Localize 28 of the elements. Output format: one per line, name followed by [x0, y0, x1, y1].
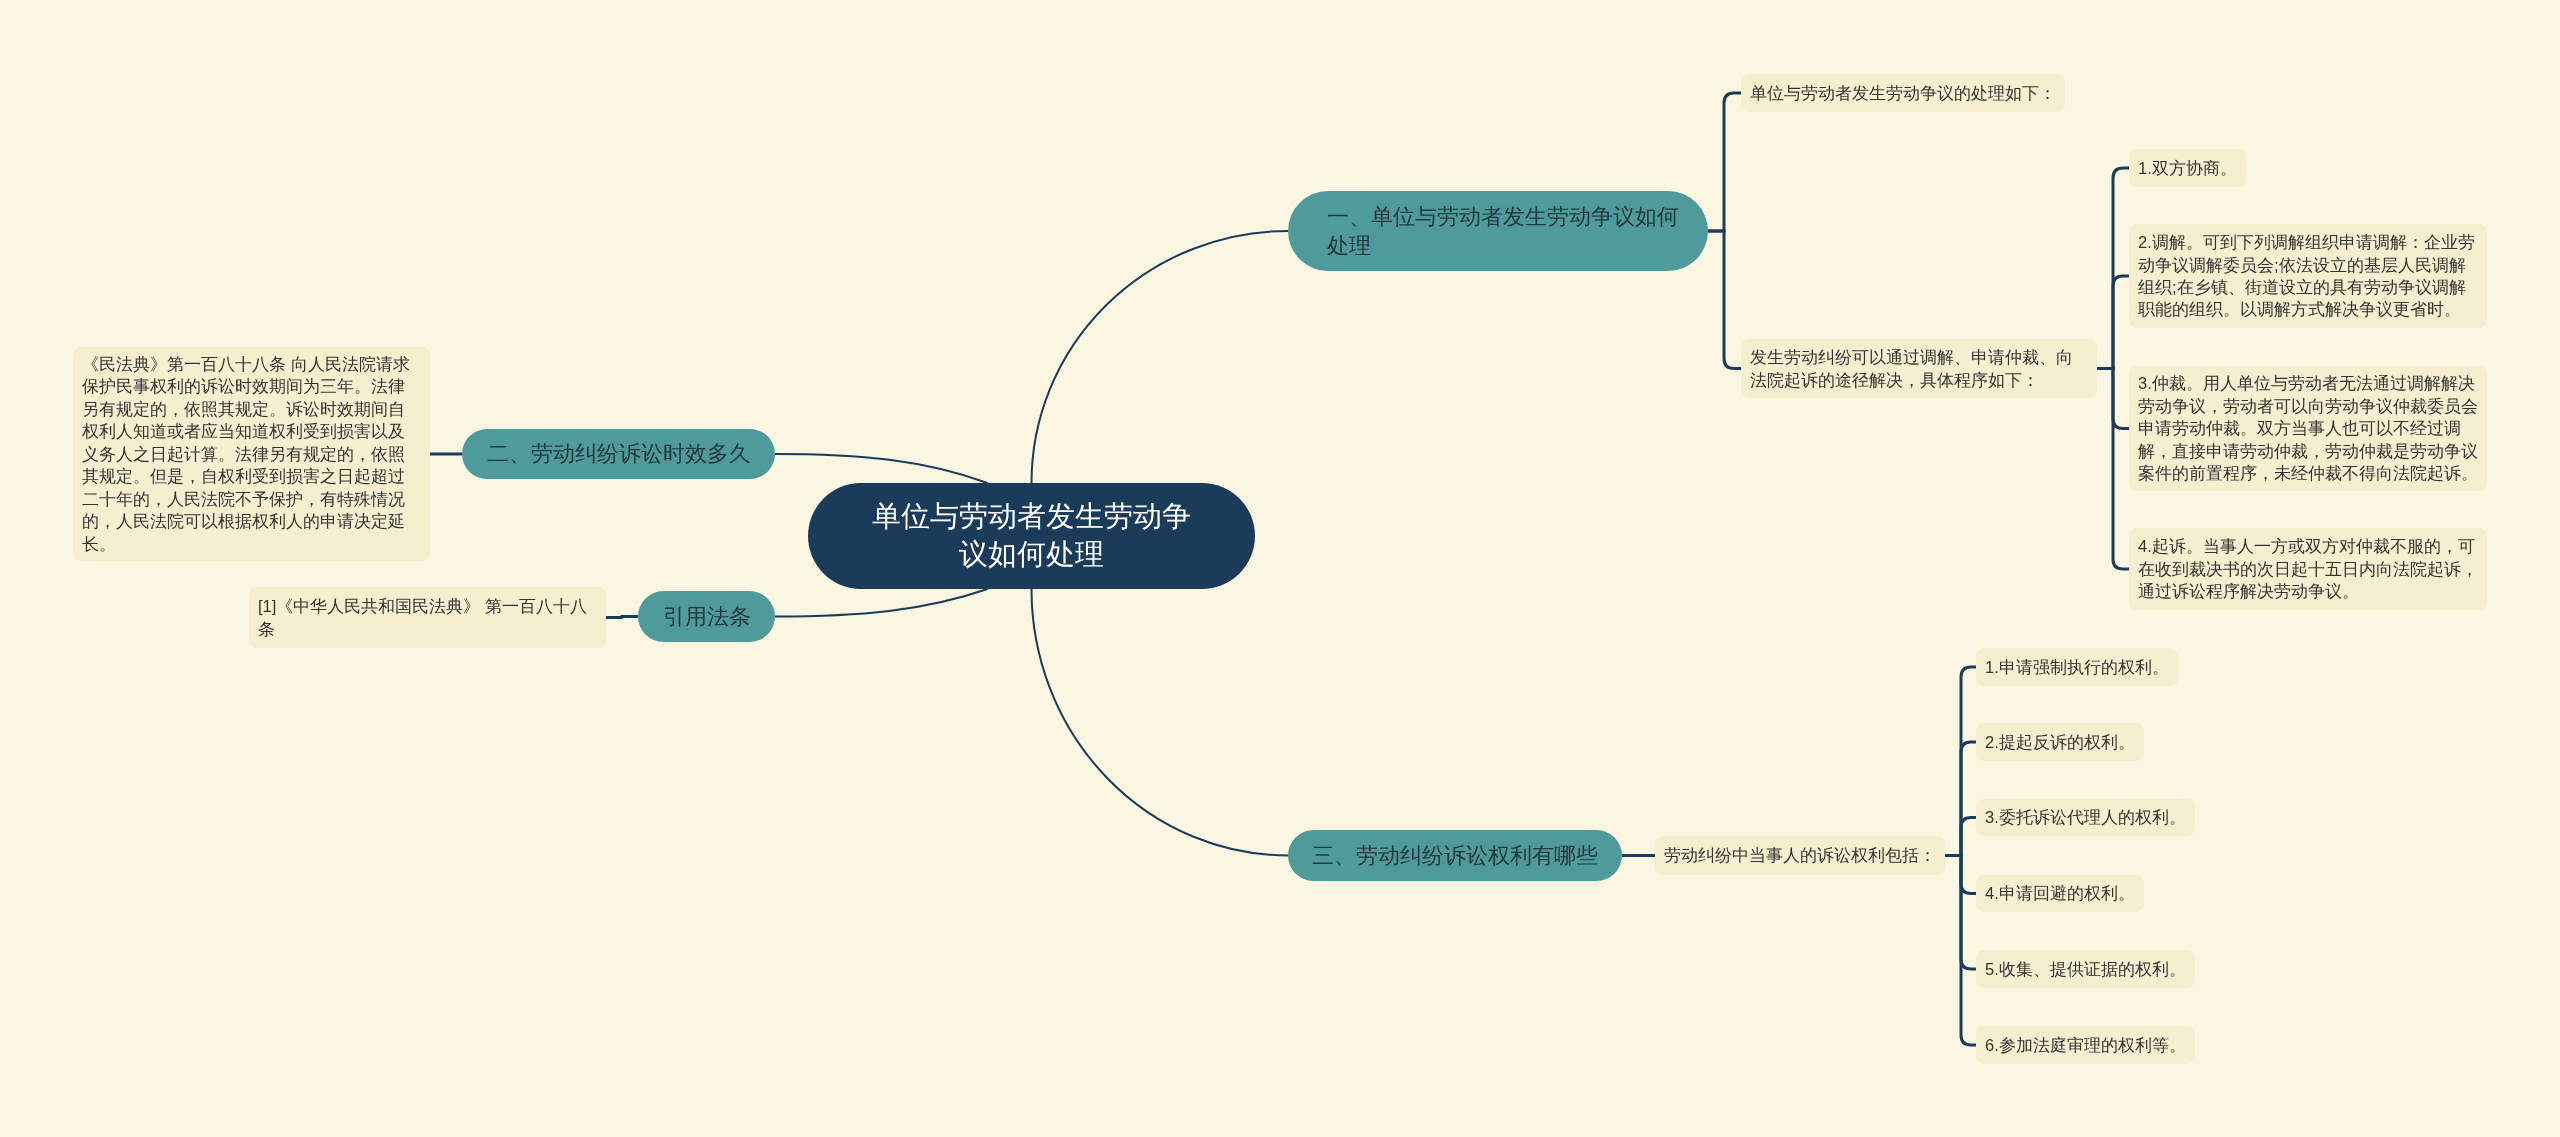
- connector-line: [1030, 230, 1289, 484]
- branch-topic: 一、单位与劳动者发生劳动争议如何处理: [1288, 191, 1708, 271]
- subtopic-box: 5.收集、提供证据的权利。: [1976, 950, 2195, 988]
- connector-line: [1030, 588, 1289, 857]
- subtopic-box: 2.提起反诉的权利。: [1976, 723, 2144, 761]
- subtopic-box: 6.参加法庭审理的权利等。: [1976, 1026, 2195, 1064]
- subtopic-box: 1.申请强制执行的权利。: [1976, 648, 2178, 686]
- subtopic-box: [1]《中华人民共和国民法典》 第一百八十八条: [249, 587, 606, 648]
- subtopic-box: 2.调解。可到下列调解组织申请调解：企业劳动争议调解委员会;依法设立的基层人民调解组织;在乡镇、街道设立的具有劳动争议调解职能的组织。以调解方式解决争议更省时。: [2129, 224, 2487, 328]
- connector-line: [2097, 367, 2129, 571]
- subtopic-box: 4.申请回避的权利。: [1976, 875, 2144, 912]
- branch-topic: 三、劳动纠纷诉讼权利有哪些: [1288, 830, 1622, 881]
- subtopic-box: 劳动纠纷中当事人的诉讼权利包括：: [1655, 836, 1945, 875]
- subtopic-box: 发生劳动纠纷可以通过调解、申请仲裁、向法院起诉的途径解决，具体程序如下：: [1741, 339, 2097, 398]
- connector-line: [774, 453, 989, 484]
- connector-line: [774, 588, 989, 618]
- subtopic-box: 4.起诉。当事人一方或双方对仲裁不服的，可在收到裁决书的次日起十五日内向法院起诉，通过诉讼程序解决劳动争议。: [2129, 528, 2487, 610]
- branch-topic: 二、劳动纠纷诉讼时效多久: [462, 429, 775, 479]
- subtopic-box: 单位与劳动者发生劳动争议的处理如下：: [1741, 74, 2065, 112]
- subtopic-box: 《民法典》第一百八十八条 向人民法院请求保护民事权利的诉讼时效期间为三年。法律另有规定的，依照其规定。诉讼时效期间自权利人知道或者应当知道权利受到损害以及义务人之日起计算。法律另有规定的，依照其规定。但是，自权利受到损害之日起超过二十年的，人民法院不予保护，有特殊情况的，人民法院可以根据权利人的申请决定延长。: [73, 347, 430, 561]
- subtopic-box: 3.仲裁。用人单位与劳动者无法通过调解解决劳动争议，劳动者可以向劳动争议仲裁委员会申请劳动仲裁。双方当事人也可以不经过调解，直接申请劳动仲裁，劳动仲裁是劳动争议案件的前置程序，未经仲裁不得向法院起诉。: [2129, 366, 2487, 491]
- connector-line: [606, 615, 638, 619]
- subtopic-box: 3.委托诉讼代理人的权利。: [1976, 799, 2195, 836]
- central-topic: 单位与劳动者发生劳动争议如何处理: [808, 483, 1255, 589]
- connector-line: [430, 452, 462, 456]
- subtopic-box: 1.双方协商。: [2129, 149, 2246, 187]
- branch-topic: 引用法条: [638, 591, 775, 642]
- connector-line: [1622, 854, 1655, 857]
